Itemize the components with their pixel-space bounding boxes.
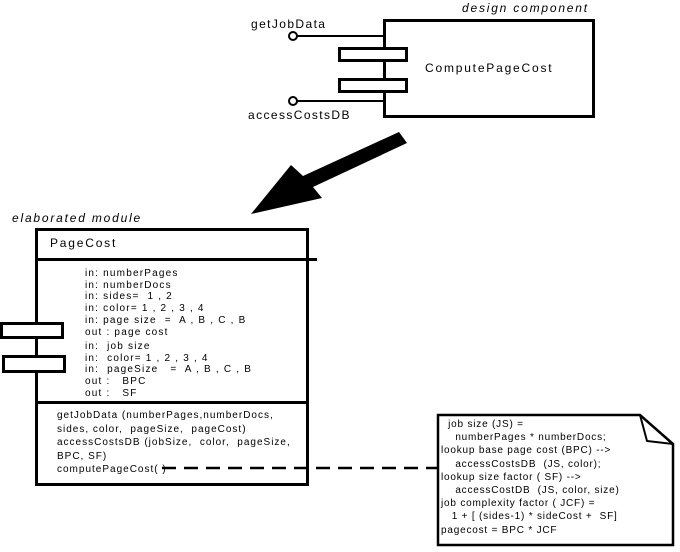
module-interface-block-1: in: numberPages in: numberDocs in: sides… [85,268,247,338]
module-interface-block-2: in: job size in: color= 1 , 2 , 3 , 4 in… [85,341,253,399]
module-title-divider [36,258,317,261]
component-box [383,19,595,118]
lollipop-interface-icon [288,96,298,106]
note-text: job size (JS) = numberPages * numberDocs… [441,419,620,536]
component-name: ComputePageCost [425,61,554,75]
note-folded-corner-icon [639,414,674,445]
interface-label-getjobdata: getJobData [251,17,327,31]
elaboration-arrow-icon [251,132,407,214]
module-name: PageCost [50,236,118,250]
interface-label-accesscostsdb: accessCostsDB [248,108,351,122]
component-tab-icon [338,78,408,93]
lollipop-interface-icon [288,31,298,41]
module-operations-divider [36,401,308,404]
component-tab-icon [338,47,408,62]
elaborated-module-label: elaborated module [12,211,143,225]
design-component-label: design component [462,1,589,15]
module-tab-icon [2,355,66,373]
module-tab-icon [0,322,64,339]
module-operations: getJobData (numberPages,numberDocs, side… [57,410,291,475]
